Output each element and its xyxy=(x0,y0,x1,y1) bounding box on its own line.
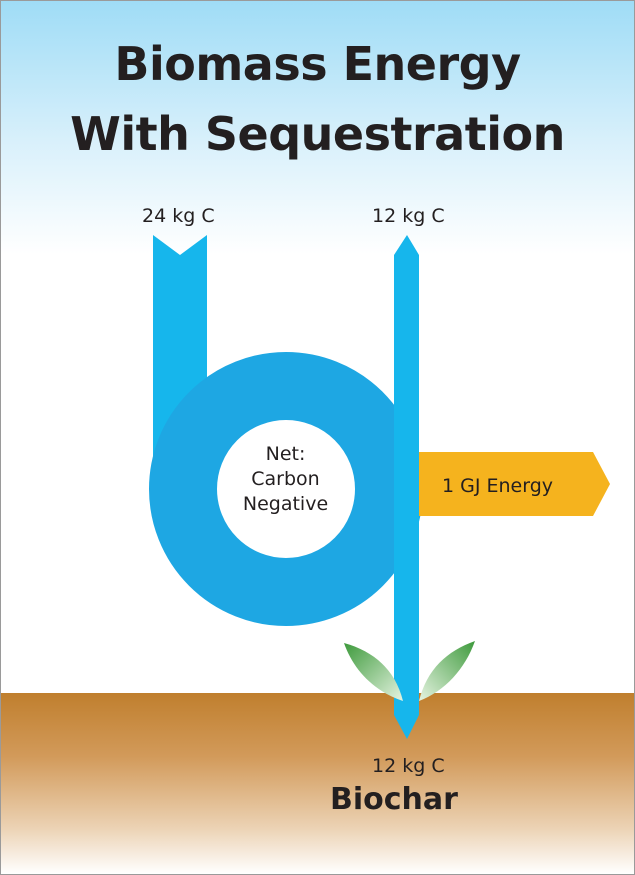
emission-carbon-label: 12 kg C xyxy=(372,205,445,227)
energy-output-label: 1 GJ Energy xyxy=(442,475,554,497)
center-line-2: Carbon xyxy=(251,468,320,490)
carbon-ring xyxy=(149,352,423,626)
net-carbon-text: Net: Carbon Negative xyxy=(203,442,368,517)
title-line-2: With Sequestration xyxy=(70,107,565,161)
sequestered-carbon-label: 12 kg C xyxy=(372,755,445,777)
center-line-3: Negative xyxy=(242,493,329,515)
emission-sequestration-stream xyxy=(394,235,419,739)
sky-background xyxy=(1,1,634,254)
right-leaf-icon xyxy=(419,641,475,701)
left-leaf-icon xyxy=(344,643,403,701)
input-carbon-label: 24 kg C xyxy=(142,205,215,227)
title-line-1: Biomass Energy xyxy=(114,37,521,91)
energy-output-arrow xyxy=(419,452,610,516)
biochar-label: Biochar xyxy=(330,782,458,817)
soil-ground xyxy=(1,693,634,874)
center-line-1: Net: xyxy=(265,443,306,465)
